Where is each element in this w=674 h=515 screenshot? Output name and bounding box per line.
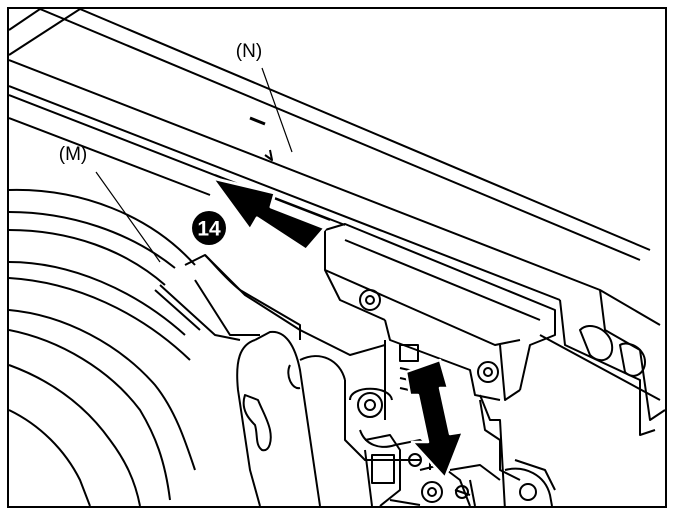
step-marker-icon: 14 <box>192 211 226 245</box>
label-part-m: (M) <box>59 144 87 165</box>
leader-line-n <box>261 67 293 153</box>
curved-track-part-m <box>9 188 301 506</box>
figure-border <box>7 7 667 508</box>
leader-line-m <box>95 171 161 263</box>
lower-bracket <box>236 329 420 506</box>
sliding-bracket <box>324 223 556 506</box>
down-arrow-icon <box>404 358 465 480</box>
step-number: 14 <box>197 218 221 241</box>
rail-part-n <box>9 9 665 436</box>
bold-arrow-icon <box>210 176 327 252</box>
label-part-n: (N) <box>236 41 262 62</box>
